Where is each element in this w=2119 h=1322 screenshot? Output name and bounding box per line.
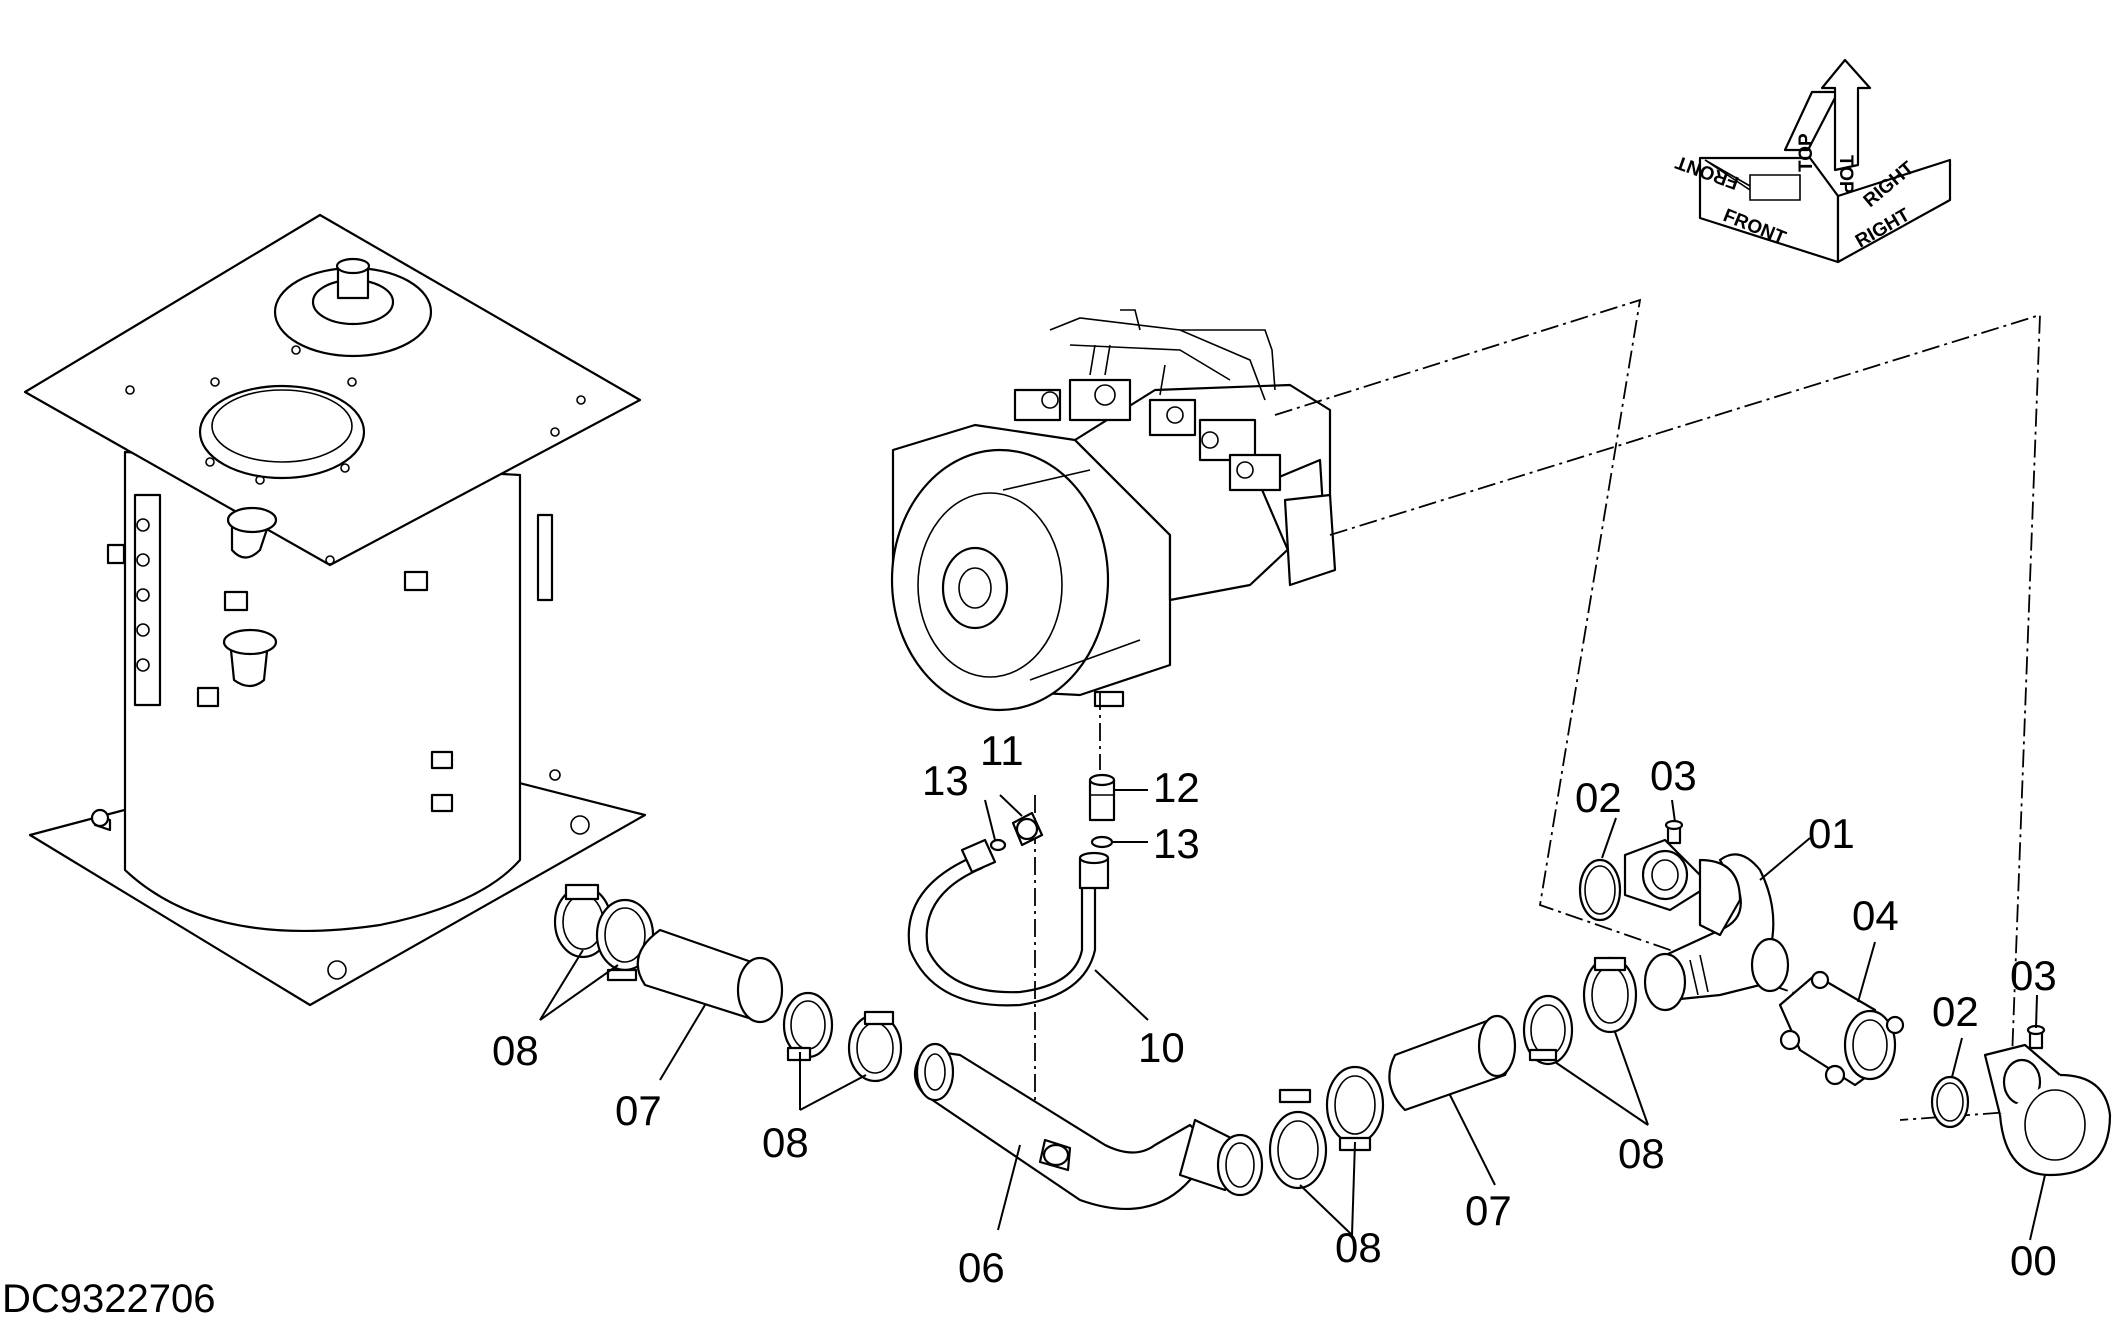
- callout-00: 00: [2010, 1237, 2057, 1284]
- callout-03-upper: 03: [1650, 752, 1697, 799]
- hose-assembly: [907, 773, 1116, 1007]
- callout-06: 06: [958, 1244, 1005, 1291]
- callout-02-lower: 02: [1932, 988, 1979, 1035]
- orientation-indicator: FRONT FRONT TOP TOP RIGHT RIGHT: [1673, 58, 1952, 264]
- callout-13-left: 13: [922, 757, 969, 804]
- callout-10: 10: [1138, 1024, 1185, 1071]
- direction-top-label: TOP: [1796, 133, 1817, 172]
- callout-08-c: 08: [1335, 1224, 1382, 1271]
- callout-13-right: 13: [1153, 820, 1200, 867]
- callout-01: 01: [1808, 810, 1855, 857]
- document-code: DC9322706: [2, 1277, 216, 1321]
- callout-07-left: 07: [615, 1087, 662, 1134]
- callout-12: 12: [1153, 764, 1200, 811]
- callout-08-a: 08: [492, 1027, 539, 1074]
- callout-08-b: 08: [762, 1119, 809, 1166]
- callout-07-right: 07: [1465, 1187, 1512, 1234]
- callout-labels: 00 01 02 02 03 03 04 06 07 07 08 08 08 0…: [492, 727, 2057, 1291]
- direction-top-mirrored-label: TOP: [1835, 155, 1856, 194]
- hydraulic-pump-assembly: [890, 309, 1337, 712]
- callout-08-d: 08: [1618, 1130, 1665, 1177]
- callout-11: 11: [980, 727, 1024, 774]
- callout-02-upper: 02: [1575, 774, 1622, 821]
- callout-04: 04: [1852, 892, 1899, 939]
- leader-lines: [539, 789, 2046, 1241]
- callout-03-lower: 03: [2010, 952, 2057, 999]
- suction-line-parts: [553, 819, 2112, 1210]
- hydraulic-tank: [23, 213, 647, 1007]
